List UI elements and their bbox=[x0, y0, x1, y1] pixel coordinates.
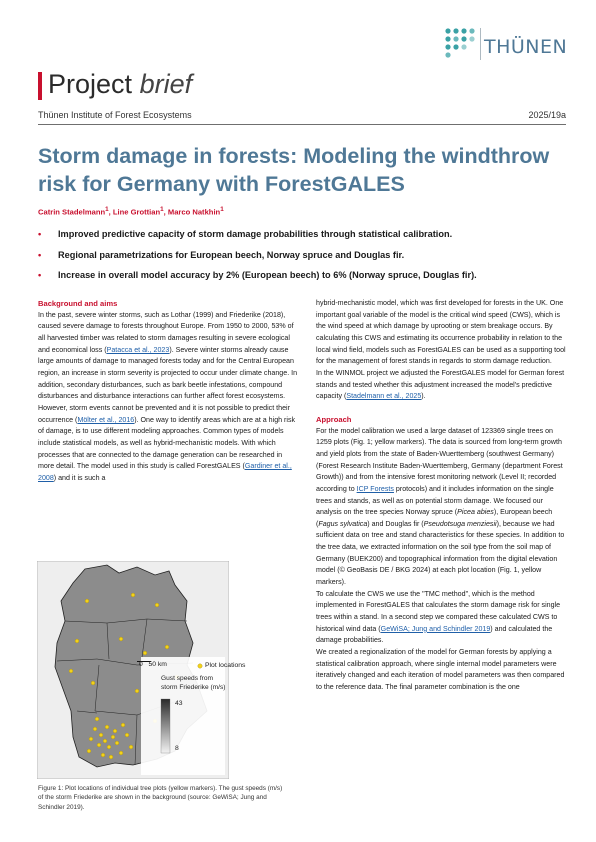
plot-markers bbox=[68, 592, 180, 760]
key-finding-item: •Increase in overall model accuracy by 2… bbox=[38, 270, 477, 280]
background-paragraph: In the past, severe winter storms, such … bbox=[38, 310, 298, 482]
bullet-icon: • bbox=[38, 229, 42, 239]
thuenen-logo-icon bbox=[445, 28, 481, 60]
approach-paragraph: For the model calibration we used a larg… bbox=[316, 426, 565, 587]
project-brief-heading: Project brief bbox=[48, 69, 192, 100]
author-affiliation: 1 bbox=[105, 206, 109, 213]
approach-paragraph: To calculate the CWS we use the "TMC met… bbox=[316, 589, 561, 645]
right-column: hybrid-mechanistic model, which was firs… bbox=[316, 298, 568, 694]
citation-link[interactable]: GeWiSA; Jung and Schindler 2019 bbox=[380, 624, 491, 633]
header-divider bbox=[38, 124, 566, 125]
left-column: Background and aims In the past, severe … bbox=[38, 298, 300, 485]
legend-gust-title: Gust speeds from storm Friederike (m/s) bbox=[161, 675, 226, 691]
citation-link[interactable]: Gardiner et al., 2008 bbox=[38, 462, 292, 482]
body-paragraph: In the WINMOL project we adjusted the Fo… bbox=[316, 368, 565, 401]
section-heading-background: Background and aims bbox=[38, 299, 118, 308]
author-name: Catrin Stadelmann bbox=[38, 207, 106, 217]
citation-link[interactable]: Patacca et al., 2023 bbox=[106, 345, 170, 354]
figure-caption: Figure 1: Plot locations of individual t… bbox=[38, 785, 283, 811]
body-paragraph: hybrid-mechanistic model, which was firs… bbox=[316, 299, 566, 366]
section-heading-approach: Approach bbox=[316, 414, 352, 424]
brief-word-brief: brief bbox=[139, 69, 193, 99]
citation-link[interactable]: Stadelmann et al., 2025 bbox=[346, 392, 422, 401]
document-title: Storm damage in forests: Modeling the wi… bbox=[38, 144, 550, 196]
map-legend bbox=[137, 657, 225, 775]
citation-link[interactable]: Mölter et al., 2016 bbox=[77, 415, 135, 424]
map-scale-label: 0 50 km bbox=[139, 661, 167, 668]
key-findings-list: •Improved predictive capacity of storm d… bbox=[38, 228, 578, 290]
approach-paragraph: We created a regionalization of the mode… bbox=[316, 648, 565, 691]
logo-wordmark: THÜNEN bbox=[484, 36, 568, 58]
key-finding-item: •Improved predictive capacity of storm d… bbox=[38, 229, 453, 239]
legend-min-value: 8 bbox=[175, 745, 179, 752]
bullet-icon: • bbox=[38, 249, 42, 260]
key-finding-item: •Regional parametrizations for European … bbox=[38, 249, 405, 260]
germany-gust-map bbox=[37, 561, 229, 779]
brief-word-project: Project bbox=[48, 69, 133, 99]
author-name: Line Grottian bbox=[112, 207, 161, 217]
institute-name: Thünen Institute of Forest Ecosystems bbox=[38, 110, 192, 120]
icp-forests-link[interactable]: ICP Forests bbox=[356, 484, 394, 493]
legend-plot-locations: Plot locations bbox=[205, 662, 246, 669]
author-affiliation: 1 bbox=[220, 206, 224, 213]
bullet-icon: • bbox=[38, 270, 42, 280]
author-list: Catrin Stadelmann1, Line Grottian1, Marc… bbox=[38, 206, 224, 217]
legend-max-value: 43 bbox=[175, 700, 183, 707]
brief-accent-bar bbox=[38, 72, 42, 100]
author-name: Marco Natkhin bbox=[167, 207, 221, 217]
author-affiliation: 1 bbox=[160, 206, 164, 213]
issue-number: 2025/19a bbox=[528, 110, 566, 120]
